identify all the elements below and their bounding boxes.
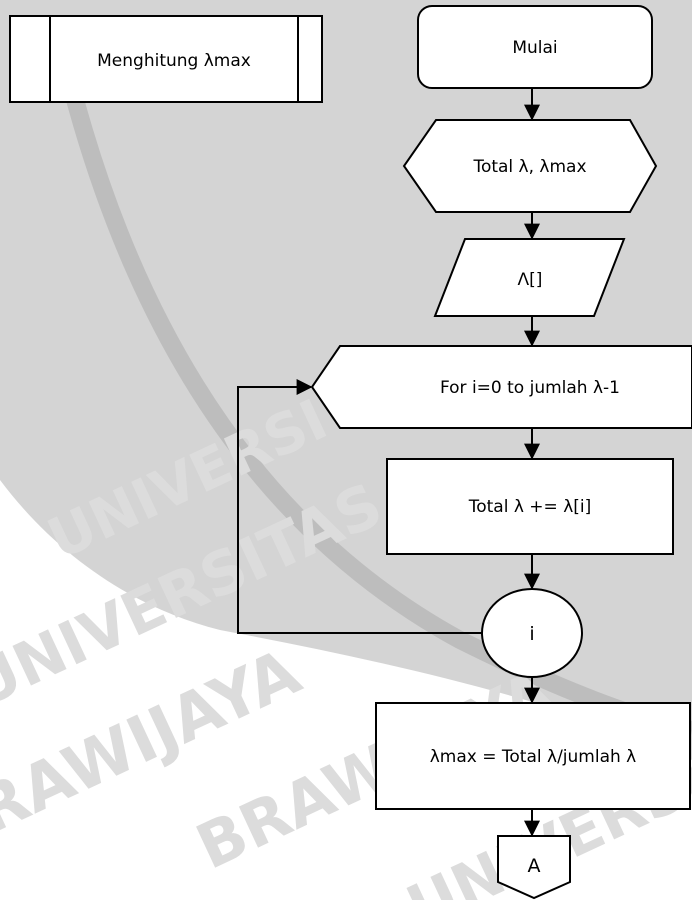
loop-hexagon: For i=0 to jumlah λ-1 <box>310 345 692 429</box>
compute-label: λmax = Total λ/jumlah λ <box>430 747 636 767</box>
flow-arrows <box>237 88 540 837</box>
process-label: Total λ += λ[i] <box>468 497 592 517</box>
start-terminator: Mulai <box>417 5 653 89</box>
title-box: Menghitung λmax <box>9 15 323 103</box>
connector-label: A <box>528 855 541 877</box>
input-label: Λ[] <box>518 270 543 290</box>
start-label: Mulai <box>512 38 557 58</box>
loop-end-label: i <box>529 623 534 645</box>
preparation-hexagon: Total λ, λmax <box>402 119 658 213</box>
title-box-label: Menghitung λmax <box>97 51 251 71</box>
preparation-label: Total λ, λmax <box>472 157 586 177</box>
arrow-loop-back <box>237 379 482 634</box>
compute-box: λmax = Total λ/jumlah λ <box>375 702 691 810</box>
loop-end-circle: i <box>481 588 583 678</box>
process-box: Total λ += λ[i] <box>386 458 674 555</box>
input-parallelogram: Λ[] <box>433 238 626 317</box>
off-page-connector: A <box>497 835 571 900</box>
loop-label: For i=0 to jumlah λ-1 <box>440 378 620 398</box>
